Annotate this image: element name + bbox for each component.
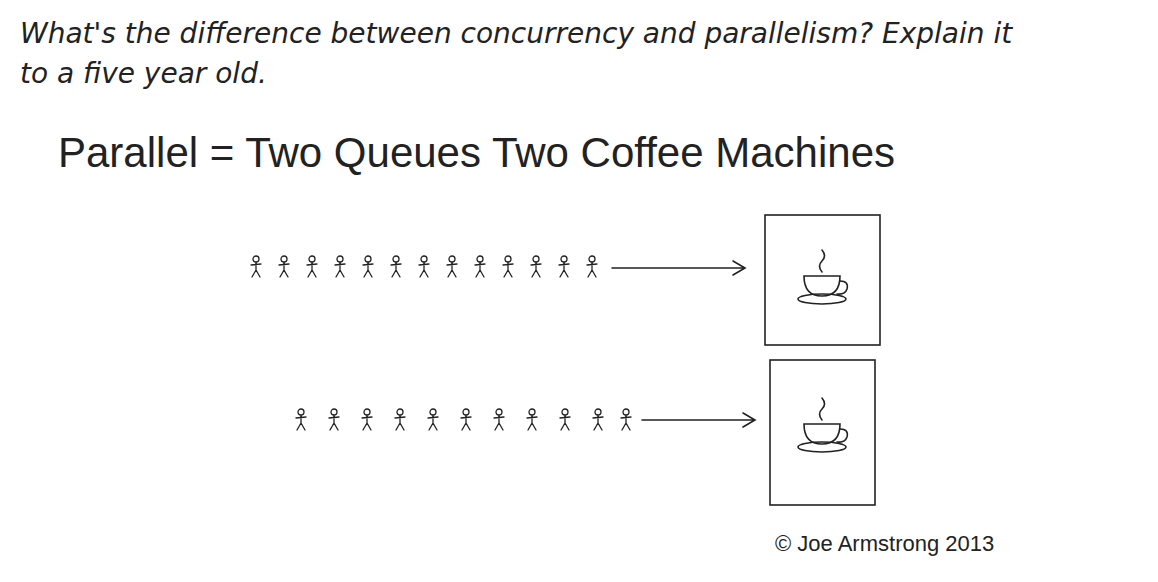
person [560,409,570,430]
queue-arrow [642,413,755,427]
person [587,256,597,277]
person [475,256,485,277]
person [447,256,457,277]
person [503,256,513,277]
person [428,409,438,430]
person [419,256,429,277]
person [391,256,401,277]
person [593,409,603,430]
coffee-cup [798,398,847,452]
coffee-machine [770,360,875,505]
person [461,409,471,430]
person [559,256,569,277]
person [296,409,306,430]
person [362,409,372,430]
person [329,409,339,430]
person [527,409,537,430]
handwritten-heading: Parallel = Two Queues Two Coffee Machine… [58,128,1118,178]
person [395,409,405,430]
person [279,256,289,277]
person [494,409,504,430]
person [363,256,373,277]
queue-two [296,409,631,430]
person [335,256,345,277]
coffee-cup [798,250,847,304]
coffee-machine [765,215,880,345]
queue-one [251,256,597,277]
person [621,409,631,430]
queue-arrow [612,261,745,275]
person [251,256,261,277]
copyright-note: © Joe Armstrong 2013 [775,530,1075,558]
person [307,256,317,277]
question-title: What's the difference between concurrenc… [20,14,1030,94]
person [531,256,541,277]
